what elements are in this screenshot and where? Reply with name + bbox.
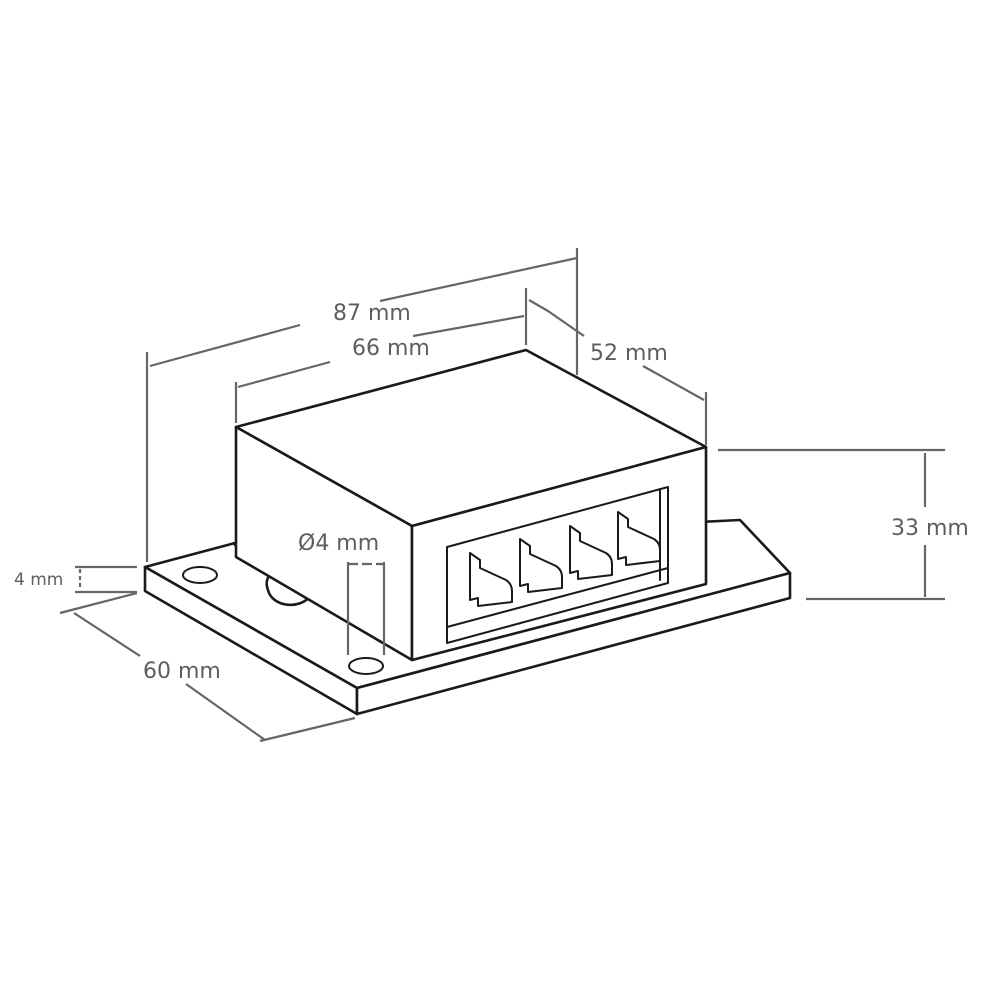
label-plate-width: 60 mm xyxy=(143,659,221,684)
label-overall-length: 87 mm xyxy=(333,301,411,326)
terminal-pin-3 xyxy=(569,525,613,580)
terminal-block xyxy=(469,511,661,607)
dim-plate-width: 60 mm xyxy=(59,591,356,743)
mounting-hole-left xyxy=(182,566,218,584)
dim-housing-length: 66 mm xyxy=(234,288,528,423)
dim-housing-depth: 52 mm xyxy=(528,299,708,445)
housing-box xyxy=(234,348,708,662)
mounting-hole-front xyxy=(348,657,384,675)
terminal-pin-2 xyxy=(519,538,563,593)
label-overall-height: 33 mm xyxy=(891,516,969,541)
dim-overall-length: 87 mm xyxy=(145,248,579,562)
terminal-pin-4 xyxy=(617,511,661,566)
dim-hole-diameter: Ø4 mm xyxy=(298,531,386,655)
label-hole-diameter: Ø4 mm xyxy=(298,531,379,556)
label-housing-length: 66 mm xyxy=(352,336,430,361)
terminal-pin-1 xyxy=(469,552,513,607)
dim-plate-thickness: 4 mm xyxy=(14,565,137,594)
dim-overall-height: 33 mm xyxy=(718,448,969,601)
label-housing-depth: 52 mm xyxy=(590,341,668,366)
label-plate-thickness: 4 mm xyxy=(14,570,63,590)
